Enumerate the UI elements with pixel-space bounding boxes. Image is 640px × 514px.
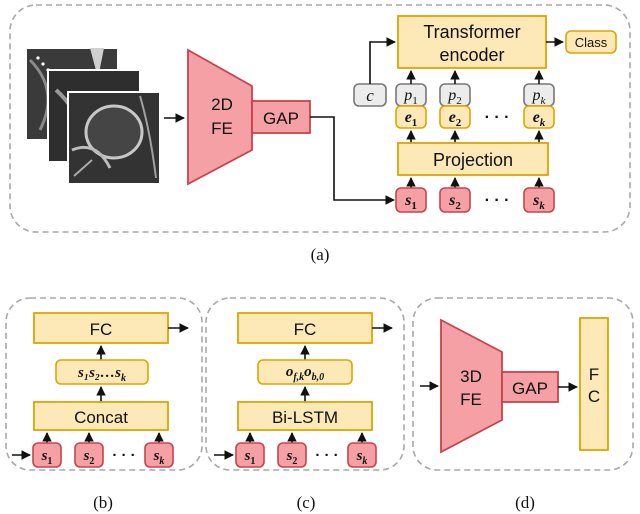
slice-token-label: s2	[286, 448, 298, 467]
slice-token-label: sk	[532, 192, 545, 212]
ellipsis-a-bottom: · · ·	[485, 192, 510, 209]
emb-token-label: ek	[533, 109, 546, 129]
ellipsis-a-top: · · ·	[485, 109, 510, 126]
cls-token-label: c	[366, 86, 374, 105]
fc-letter-f: F	[589, 365, 599, 384]
fe-3d-label-bottom: FE	[460, 390, 482, 409]
lstm-output-label: of,kob,0	[286, 364, 324, 383]
ellipsis-c: · · ·	[315, 447, 338, 464]
position-tokens: p1 p2 pk	[395, 83, 555, 107]
emb-token	[523, 105, 555, 129]
concat-output-b	[55, 359, 149, 385]
pos-token-label: p2	[447, 87, 462, 107]
slice-token-label: s1	[41, 448, 53, 467]
slice-token	[32, 442, 62, 468]
embedding-tokens: e1 e2 ek	[395, 105, 555, 129]
slice-tokens-c: s1 s2 sk	[235, 442, 377, 468]
slice-token	[523, 187, 555, 213]
slice-token	[277, 442, 307, 468]
fe-3d-block	[440, 318, 503, 454]
gap-label-a: GAP	[263, 109, 299, 128]
projection-block	[397, 142, 549, 176]
class-label: Class	[575, 35, 608, 50]
concat-output-label: s₁s₂…sk	[77, 365, 126, 384]
slice-tokens-b: s1 s2 sk	[32, 442, 174, 468]
panel-a-frame	[9, 4, 631, 233]
slice-token	[144, 442, 174, 468]
transformer-label-line2: encoder	[439, 45, 504, 65]
fe-2d-label-bottom: FE	[211, 119, 233, 138]
slice-token-label: s1	[404, 192, 417, 212]
fc-letter-c: C	[588, 387, 600, 406]
ellipsis-b: · · ·	[112, 447, 135, 464]
bilstm-block	[237, 401, 373, 431]
caption-c: (c)	[297, 493, 316, 512]
emb-token-label: e2	[449, 109, 462, 129]
fc-label-b: FC	[90, 320, 113, 339]
mri-slice-stack	[25, 47, 161, 185]
projection-label: Projection	[433, 150, 513, 170]
pos-token-label: p1	[403, 87, 418, 107]
panel-c-frame	[205, 297, 405, 471]
slice-token	[395, 187, 427, 213]
gap-label-d: GAP	[512, 379, 548, 398]
class-output	[565, 30, 617, 54]
lstm-output-c	[257, 359, 353, 385]
emb-token	[395, 105, 427, 129]
concat-block	[33, 401, 169, 431]
fe-2d-label-top: 2D	[211, 95, 233, 114]
fc-block-d	[579, 317, 609, 451]
slice-token-label: s2	[83, 448, 95, 467]
fc-label-c: FC	[294, 320, 317, 339]
panel-b-frame	[5, 297, 203, 471]
fc-block-c	[237, 312, 373, 344]
pos-token-label: pk	[532, 87, 547, 107]
slice-token-label: sk	[356, 448, 368, 467]
emb-token-label: e1	[405, 109, 418, 129]
slice-token-label: sk	[153, 448, 165, 467]
caption-a: (a)	[311, 245, 330, 264]
slice-token	[235, 442, 265, 468]
slice-token	[74, 442, 104, 468]
caption-d: (d)	[515, 493, 535, 512]
slice-token-label: s2	[448, 192, 461, 212]
gap-block-d	[501, 371, 559, 403]
emb-token	[439, 105, 471, 129]
concat-label: Concat	[74, 408, 128, 427]
slice-token-label: s1	[244, 448, 256, 467]
slice-token	[439, 187, 471, 213]
transformer-label-line1: Transformer	[423, 22, 520, 42]
bilstm-label: Bi-LSTM	[272, 408, 338, 427]
fe-2d-block	[187, 48, 253, 186]
slice-token	[347, 442, 377, 468]
panel-d-frame	[412, 297, 634, 471]
caption-b: (b)	[93, 493, 113, 512]
slice-tokens-a: s1 s2 sk	[395, 187, 555, 213]
fe-3d-label-top: 3D	[460, 367, 482, 386]
